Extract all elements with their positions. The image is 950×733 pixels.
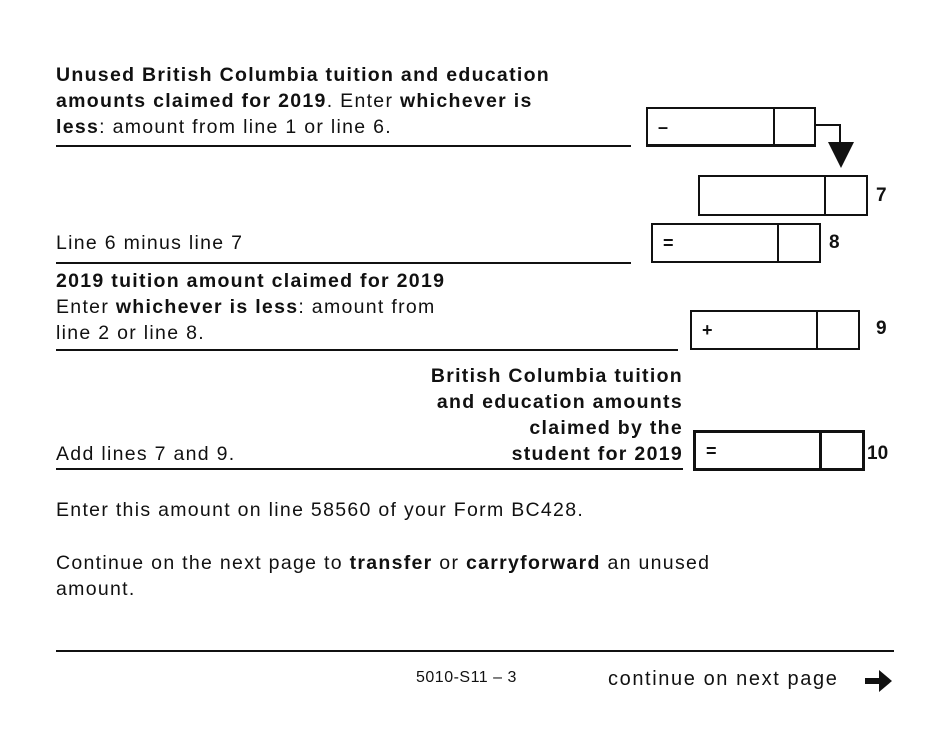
- block6-cents-field[interactable]: [773, 109, 775, 144]
- line8-underline: [56, 262, 631, 264]
- line9-whichever: whichever is less: [115, 296, 299, 318]
- line7-number: 7: [876, 185, 887, 206]
- form-page-code: 5010-S11 – 3: [416, 669, 517, 686]
- arrow-down-icon: [814, 124, 854, 168]
- continue-or: or: [432, 552, 466, 574]
- line8-label: Line 6 minus line 7: [56, 232, 244, 254]
- line9-amount-from: : amount from: [298, 296, 436, 318]
- continue-pre: Continue on the next page to: [56, 552, 350, 574]
- line10-number: 10: [867, 443, 889, 464]
- line10-title-line1: British Columbia tuition: [430, 365, 683, 387]
- line10-title-line3: claimed by the: [529, 417, 683, 439]
- block6-line1: Unused British Columbia tuition and educ…: [56, 62, 550, 88]
- continue-instruction-line2: amount.: [56, 578, 136, 600]
- line8-number: 8: [829, 232, 840, 253]
- line8-cents-field[interactable]: [777, 225, 779, 261]
- minus-sign: –: [658, 117, 669, 137]
- line9-amount-field[interactable]: +: [690, 310, 860, 350]
- line9-lines: line 2 or line 8.: [56, 322, 205, 344]
- footer-rule: [56, 650, 894, 652]
- equals-sign: =: [663, 233, 674, 253]
- line9-number: 9: [876, 318, 887, 339]
- carryforward-text: carryforward: [465, 552, 601, 574]
- block6-title-part2: amounts claimed for 2019: [56, 90, 327, 112]
- block6-underline: [56, 145, 631, 147]
- continue-post: an unused: [600, 552, 711, 574]
- continue-instruction: Continue on the next page to transfer or…: [56, 550, 710, 576]
- line9-cents-field[interactable]: [816, 312, 818, 348]
- arrow-right-icon: [865, 670, 892, 692]
- line10-amount-field[interactable]: =: [693, 430, 865, 471]
- transfer-text: transfer: [349, 552, 433, 574]
- block6-amount-field[interactable]: –: [646, 107, 816, 147]
- equals-sign: =: [706, 441, 717, 461]
- enter-amount-instruction: Enter this amount on line 58560 of your …: [56, 499, 585, 521]
- line10-label: Add lines 7 and 9.: [56, 443, 236, 465]
- line10-title-line4: student for 2019: [511, 443, 683, 465]
- block6-line3: less: amount from line 1 or line 6.: [56, 114, 392, 140]
- plus-sign: +: [702, 320, 713, 340]
- block6-line2: amounts claimed for 2019. Enter whicheve…: [56, 88, 533, 114]
- line10-underline: [56, 468, 683, 470]
- line10-cents-field[interactable]: [819, 433, 822, 468]
- line9-title: 2019 tuition amount claimed for 2019: [56, 270, 446, 292]
- line9-underline: [56, 349, 678, 351]
- block6-less: less: [56, 116, 100, 138]
- line7-cents-field[interactable]: [824, 177, 826, 214]
- line10-title-line2: and education amounts: [436, 391, 683, 413]
- line9-instruction: Enter whichever is less: amount from: [56, 294, 436, 320]
- line8-amount-field[interactable]: =: [651, 223, 821, 263]
- line7-amount-field[interactable]: [698, 175, 868, 216]
- block6-whichever: whichever is: [399, 90, 533, 112]
- block6-enter-text: . Enter: [326, 90, 400, 112]
- continue-next-page-label: continue on next page: [608, 668, 839, 690]
- block6-amount-from: : amount from line 1 or line 6.: [99, 116, 392, 138]
- line9-enter: Enter: [56, 296, 116, 318]
- block6-title-part1: Unused British Columbia tuition and educ…: [56, 64, 551, 86]
